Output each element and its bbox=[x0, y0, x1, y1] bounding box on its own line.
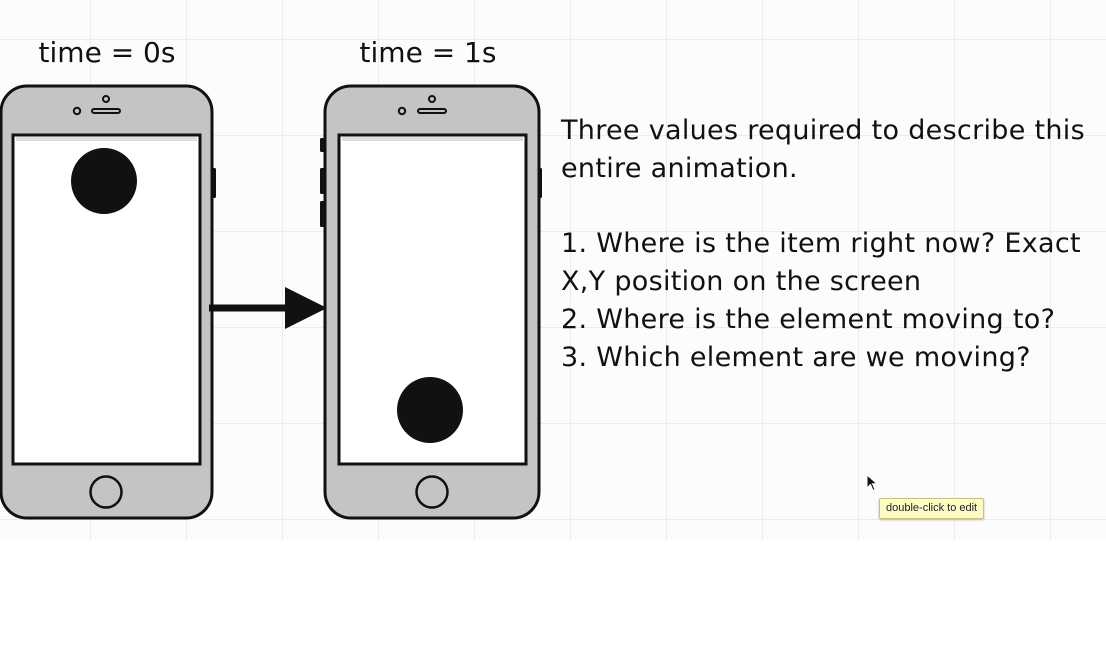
edit-hint-tooltip: double-click to edit bbox=[879, 498, 985, 519]
description-intro[interactable]: Three values required to describe this e… bbox=[561, 112, 1085, 188]
animated-ball-end bbox=[397, 377, 463, 443]
home-button-icon bbox=[415, 475, 449, 509]
earpiece-icon bbox=[91, 108, 121, 114]
frame-0-time-label: time = 0s bbox=[38, 36, 176, 69]
drawing-canvas[interactable]: time = 0s time = 1s bbox=[0, 0, 1106, 540]
animated-ball-start bbox=[71, 148, 137, 214]
description-intro-line: Three values required to describe this bbox=[561, 115, 1085, 146]
description-intro-line: entire animation. bbox=[561, 153, 798, 184]
phone-frame-0 bbox=[0, 84, 216, 520]
front-camera-icon bbox=[428, 95, 436, 103]
description-list-item: 2. Where is the element moving to? bbox=[561, 304, 1056, 335]
earpiece-icon bbox=[417, 108, 447, 114]
phone-frame-1 bbox=[320, 84, 542, 520]
frame-1-time-label: time = 1s bbox=[359, 36, 497, 69]
description-list-item: 1. Where is the item right now? Exact bbox=[561, 228, 1081, 259]
description-list-item: 3. Which element are we moving? bbox=[561, 342, 1031, 373]
front-camera-icon bbox=[102, 95, 110, 103]
description-list-item: X,Y position on the screen bbox=[561, 266, 922, 297]
home-button-icon bbox=[89, 475, 123, 509]
mouse-pointer-icon bbox=[866, 474, 878, 492]
description-list[interactable]: 1. Where is the item right now? Exact X,… bbox=[561, 225, 1081, 377]
animation-diagram bbox=[0, 84, 542, 520]
